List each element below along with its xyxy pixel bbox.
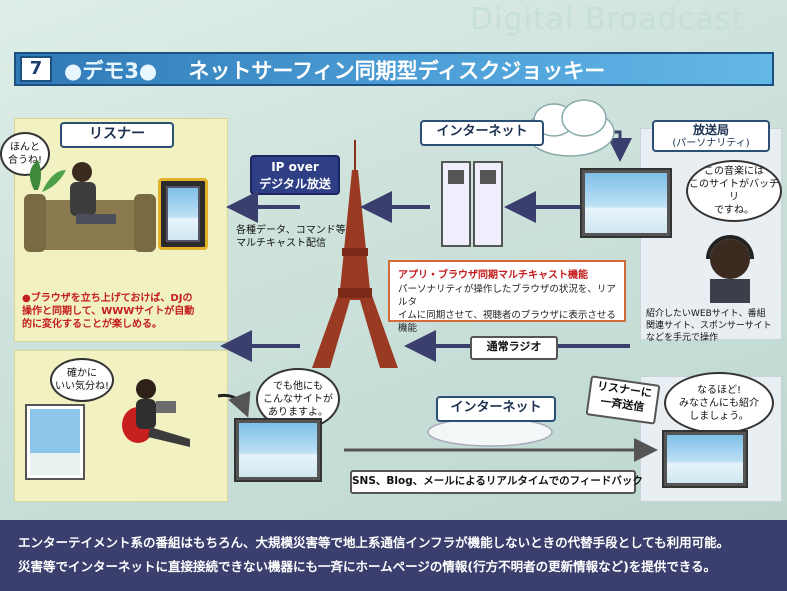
plant-leaf-2	[42, 170, 66, 192]
listener-label: リスナー	[60, 122, 174, 148]
internet-cloud-top	[525, 99, 615, 157]
broadcast-tower	[312, 140, 398, 368]
page-title: ネットサーフィン同期型ディスクジョッキー	[188, 59, 606, 83]
laptop	[156, 401, 176, 413]
title-row: ●デモ3● ネットサーフィン同期型ディスクジョッキー	[64, 55, 605, 85]
watermark-text: Digital Broadcast	[470, 2, 745, 37]
sofa-arm-left	[24, 194, 46, 252]
sync-multicast-function-box: アプリ・ブラウザ同期マルチキャスト機能 パーソナリティが操作したブラウザの状況を…	[388, 260, 626, 334]
sofa-arm-right	[134, 194, 156, 252]
tablet-screen	[166, 186, 200, 242]
radio-tag: 通常ラジオ	[470, 336, 558, 360]
bottom-line-2: 災害等でインターネットに直接接続できない機器にも一斉にホームページの情報(行方不…	[18, 559, 717, 574]
tablet-device	[158, 178, 208, 250]
station-bubble: この音楽には このサイトがバッチリ ですね。	[686, 160, 782, 222]
station-note: 紹介したいWEBサイト、番組 関連サイト、スポンサーサイト などを手元で操作	[646, 309, 772, 343]
listener-monitor	[234, 418, 322, 482]
function-body: パーソナリティが操作したブラウザの状況を、リアルタ イムに同期させて、視聴者のブ…	[398, 284, 616, 334]
multicast-note: 各種データ、コマンド等: マルチキャスト配信	[236, 225, 350, 249]
section-number: 7	[20, 56, 52, 82]
person-head	[72, 162, 92, 182]
bottom-banner	[0, 520, 787, 591]
title-bar	[14, 52, 774, 86]
listener-lower-illustration	[25, 379, 190, 480]
woman-body	[136, 399, 156, 429]
station-sublabel: (パーソナリティ)	[672, 138, 750, 149]
station-monitor-screen	[585, 173, 667, 233]
station-monitor-bottom	[662, 430, 748, 488]
tower-deck-1	[342, 248, 368, 256]
station-monitor	[580, 168, 672, 238]
feedback-tag: SNS、Blog、メールによるリアルタイムでのフィードバック	[350, 470, 643, 494]
bottom-line-1: エンターテイメント系の番組はもちろん、大規模災害等で地上系通信インフラが機能しな…	[18, 535, 730, 550]
plant-leaf	[29, 160, 41, 190]
listener-note: ●ブラウザを立ち上げておけば、DJの 操作と同期して、WWWサイトが自動 的に変…	[22, 293, 195, 330]
listener-bubble-mid: 確かに いい気分ね!	[50, 358, 114, 402]
tower-deck-2	[338, 288, 372, 298]
woman-legs	[148, 427, 190, 447]
woman-head	[136, 379, 156, 399]
poster-sky	[30, 409, 80, 453]
person-legs	[76, 214, 116, 224]
ip-over-digital-box: IP over デジタル放送	[250, 155, 340, 195]
dj-illustration	[706, 235, 754, 303]
function-title: アプリ・ブラウザ同期マルチキャスト機能	[398, 270, 588, 281]
listener-bubble-top: ほんと 合うね!	[0, 132, 50, 176]
station-label: 放送局 (パーソナリティ)	[652, 120, 770, 152]
arrow-to-monitor	[217, 390, 251, 418]
person-body	[70, 182, 96, 216]
listener-monitor-screen	[239, 423, 317, 477]
internet-label-bottom: インターネット	[436, 396, 556, 422]
internet-label-top: インターネット	[420, 120, 544, 146]
poster-sea	[30, 453, 80, 475]
listener-illustration	[24, 160, 156, 252]
tower-body	[312, 170, 398, 368]
station-label-main: 放送局	[692, 123, 729, 137]
sofa-shape	[30, 200, 150, 250]
server-rack	[441, 161, 503, 247]
station-reply-bubble: なるほど! みなさんにも紹介 しましょう。	[664, 372, 774, 434]
station-monitor-bottom-screen	[667, 435, 743, 483]
demo-label: ●デモ3●	[64, 59, 158, 83]
